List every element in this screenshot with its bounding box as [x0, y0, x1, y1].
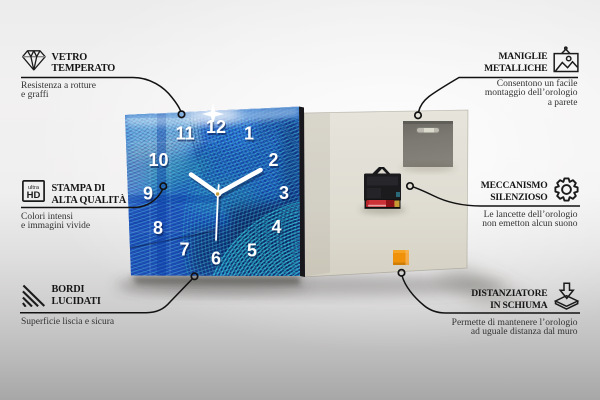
svg-text:12: 12 — [207, 119, 227, 139]
svg-text:8: 8 — [153, 218, 163, 238]
svg-text:ultra: ultra — [28, 185, 40, 191]
svg-text:1: 1 — [244, 124, 254, 144]
svg-text:1: 1 — [245, 125, 255, 145]
svg-text:3: 3 — [279, 183, 289, 203]
svg-text:6: 6 — [211, 249, 221, 269]
svg-text:7: 7 — [179, 240, 189, 260]
svg-text:4: 4 — [273, 219, 283, 239]
svg-text:2: 2 — [268, 150, 278, 170]
svg-text:HD: HD — [27, 190, 41, 201]
svg-text:10: 10 — [148, 150, 168, 170]
svg-text:10: 10 — [150, 152, 170, 172]
svg-text:5: 5 — [247, 241, 257, 261]
svg-text:9: 9 — [144, 185, 154, 205]
svg-text:12: 12 — [206, 117, 226, 137]
svg-text:6: 6 — [212, 250, 222, 270]
svg-text:7: 7 — [181, 241, 191, 261]
svg-text:5: 5 — [248, 242, 258, 262]
svg-text:2: 2 — [270, 152, 280, 172]
svg-text:9: 9 — [143, 184, 153, 204]
svg-text:11: 11 — [175, 124, 194, 144]
svg-text:8: 8 — [154, 220, 164, 240]
svg-text:4: 4 — [271, 217, 281, 237]
svg-text:11: 11 — [177, 125, 196, 145]
svg-text:3: 3 — [280, 185, 290, 205]
